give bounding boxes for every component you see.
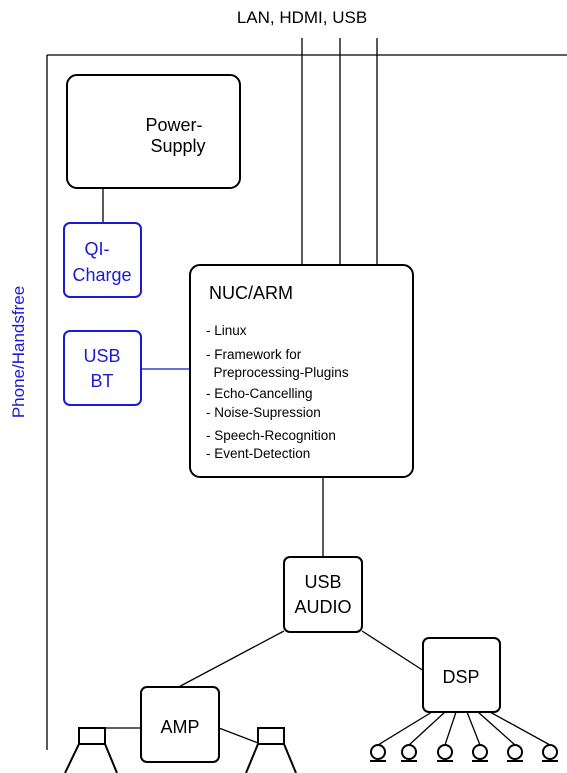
- speaker-left-icon: [64, 727, 141, 773]
- microphone-icon: [370, 711, 433, 762]
- power-supply-box: [66, 74, 241, 189]
- qi-charge-label-line2: Charge: [72, 265, 131, 285]
- usb-bt-box: [63, 330, 142, 406]
- qi-charge-box: [63, 222, 142, 298]
- amp-box: [140, 686, 220, 763]
- nuc-arm-title: NUC/ARM: [209, 283, 293, 303]
- nuc-feature-noise: - Noise-Supression: [206, 405, 321, 420]
- usb-audio-label-line2: AUDIO: [294, 597, 351, 617]
- microphone-icon: [466, 711, 488, 762]
- dsp-label: DSP: [442, 667, 479, 687]
- usb-bt-label-line2: BT: [90, 371, 113, 391]
- microphone-icon: [437, 711, 457, 762]
- usb-audio-label-line1: USB: [304, 572, 341, 592]
- speaker-right-icon: [218, 727, 297, 773]
- top-connector-label: LAN, HDMI, USB: [237, 8, 367, 27]
- nuc-feature-framework: - Framework for: [206, 347, 302, 362]
- microphone-icon: [489, 711, 558, 762]
- usb-bt-label-line1: USB: [83, 346, 120, 366]
- nuc-feature-event: - Event-Detection: [206, 446, 310, 461]
- microphone-icon: [401, 711, 446, 762]
- power-supply-label-line1: Power-: [145, 115, 202, 135]
- usb-audio-to-dsp-line: [361, 630, 425, 672]
- power-supply-label-line2: Supply: [150, 136, 205, 156]
- side-label-phone-handsfree: Phone/Handsfree: [9, 286, 28, 418]
- microphone-icon: [477, 711, 523, 762]
- nuc-feature-linux: - Linux: [206, 323, 247, 338]
- nuc-feature-speech: - Speech-Recognition: [206, 428, 336, 443]
- amp-label: AMP: [160, 717, 199, 737]
- usb-audio-box: [283, 556, 363, 633]
- nuc-arm-box: [189, 264, 414, 478]
- microphone-array: [370, 711, 558, 762]
- nuc-feature-echo: - Echo-Cancelling: [206, 386, 313, 401]
- nuc-feature-list: - Linux - Framework for Preprocessing-Pl…: [0, 0, 367, 461]
- nuc-feature-preprocessing: Preprocessing-Plugins: [206, 365, 349, 380]
- dsp-box: [422, 637, 501, 713]
- qi-charge-label-line1: QI-: [85, 239, 110, 259]
